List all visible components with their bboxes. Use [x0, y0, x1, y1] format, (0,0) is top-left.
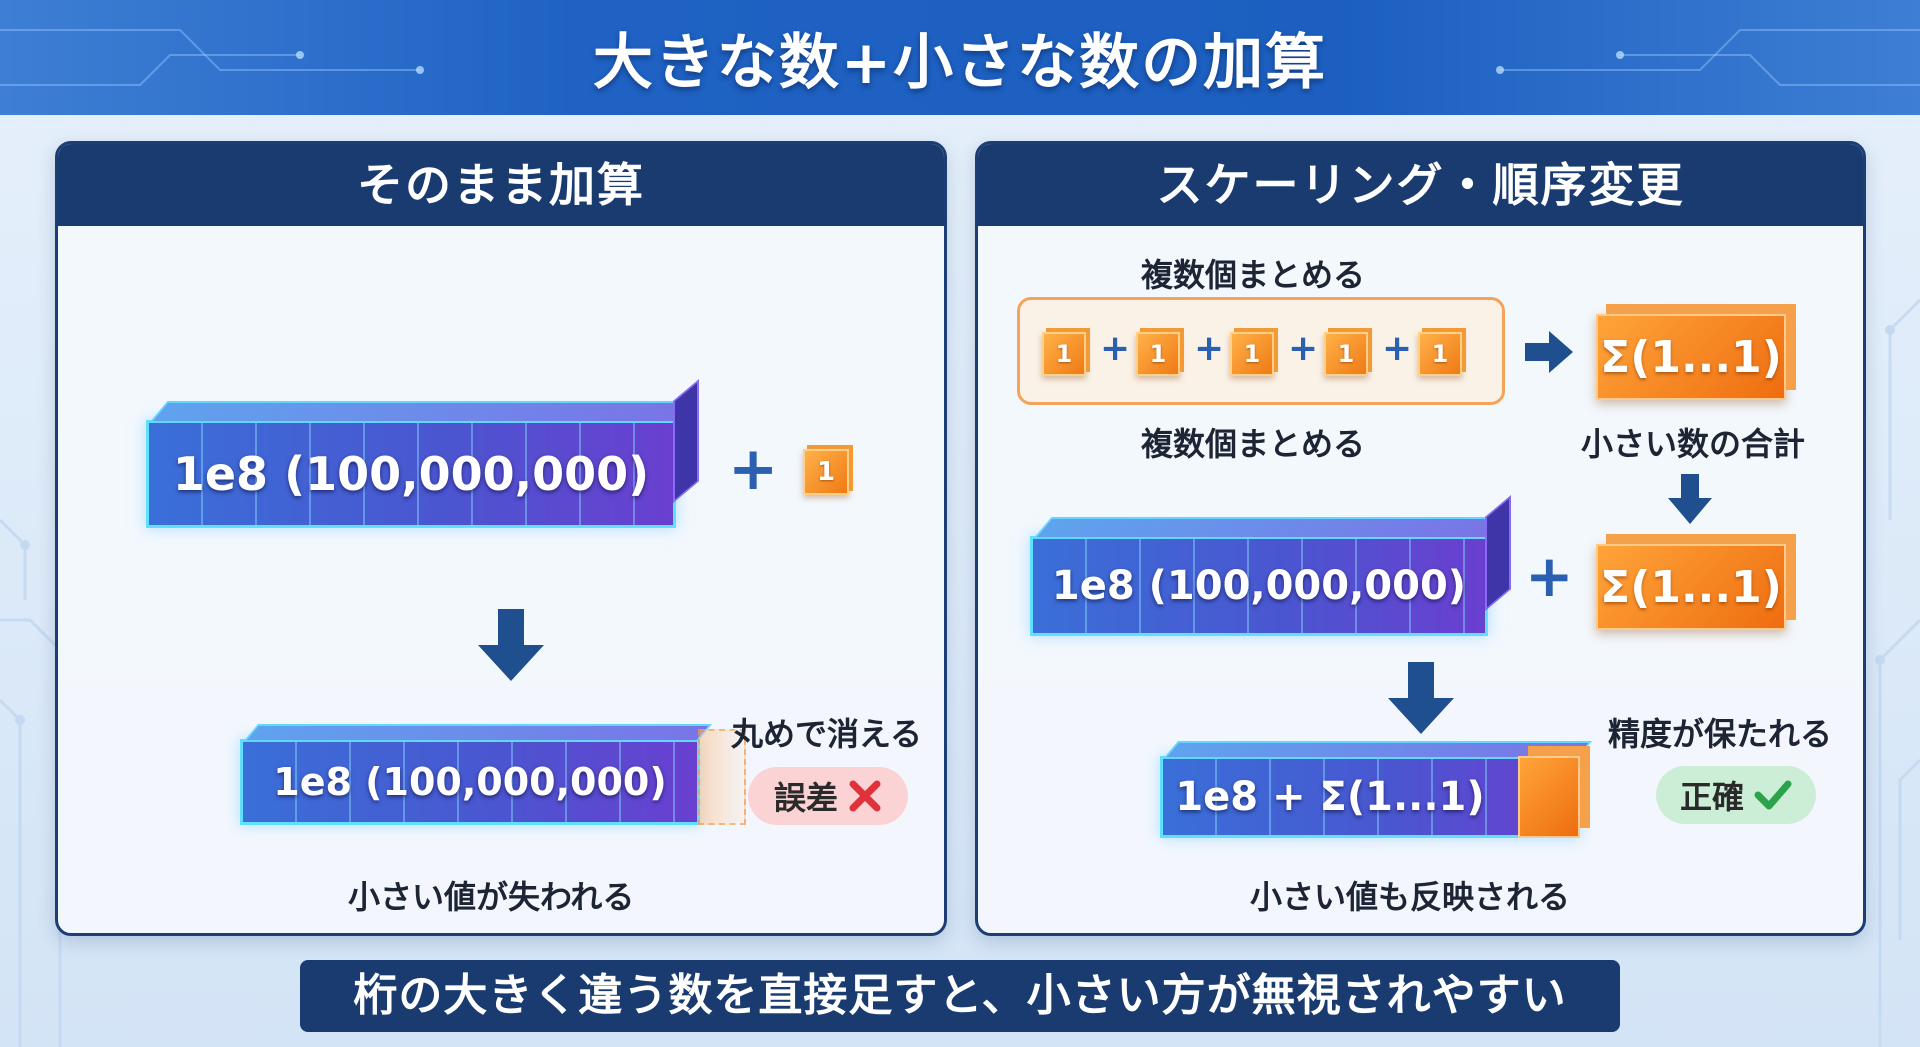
- ok-badge: 正確: [1656, 766, 1816, 824]
- small-unit-cube-1: 1: [1042, 332, 1086, 376]
- bar-right-top-face: [1033, 517, 1504, 539]
- big-number-bar: 1e8 (100,000,000): [146, 379, 699, 528]
- page-title: 大きな数+小さな数の加算: [592, 28, 1328, 98]
- big-number-label: 1e8 (100,000,000): [172, 447, 650, 501]
- right-arrow-icon: [1525, 331, 1573, 373]
- result-bar-top-face: [243, 724, 713, 742]
- footer-message: 桁の大きく違う数を直接足すと、小さい方が無視されやすい: [300, 960, 1620, 1032]
- small-unit-cube-3: 1: [1230, 332, 1274, 376]
- preserved-small-sum-segment: [1518, 756, 1580, 838]
- direct-addition-heading: そのまま加算: [58, 144, 944, 226]
- bar-right-side-face: [1485, 495, 1511, 611]
- down-arrow-icon-right: [1388, 662, 1454, 734]
- plus-sign-1: +: [1100, 328, 1131, 369]
- big-number-bar-right: 1e8 (100,000,000): [1030, 495, 1511, 636]
- bar-grid: [149, 423, 673, 525]
- preserved-value-caption: 小さい値も反映される: [1250, 878, 1571, 916]
- result-bar-right-grid: [1163, 759, 1577, 835]
- error-badge: 誤差: [748, 767, 908, 825]
- plus-sign-3: +: [1288, 328, 1319, 369]
- small-unit-cube-4: 1: [1324, 332, 1368, 376]
- result-number-label-right: 1e8 + Σ(1...1): [1175, 774, 1485, 820]
- result-bar-grid: [243, 742, 697, 822]
- bar-side-face: [673, 379, 699, 503]
- error-badge-text: 誤差: [773, 779, 838, 817]
- scaling-panel: スケーリング・順序変更 複数個まとめる 1 + 1 + 1 + 1 + 1 Σ(…: [975, 141, 1866, 936]
- scaling-heading: スケーリング・順序変更: [978, 144, 1863, 226]
- down-arrow-icon-small: [1668, 474, 1712, 524]
- precision-label: 精度が保たれる: [1608, 715, 1833, 753]
- check-icon: [1754, 780, 1792, 810]
- lost-small-value-ghost: [698, 729, 746, 825]
- big-number-label-right: 1e8 (100,000,000): [1051, 563, 1467, 609]
- bar-top-face: [149, 401, 692, 423]
- sum-block: Σ(1...1): [1596, 314, 1786, 400]
- direct-addition-panel: そのまま加算 1e8 (100,000,000) + 1 1e8 (100,00…: [55, 141, 947, 936]
- bar-right-grid: [1033, 539, 1485, 633]
- small-unit-cube-2: 1: [1136, 332, 1180, 376]
- down-arrow-icon: [478, 609, 544, 681]
- result-bar: 1e8 (100,000,000): [240, 724, 713, 825]
- result-number-label: 1e8 (100,000,000): [273, 760, 667, 804]
- plus-sign-right: +: [1525, 542, 1574, 610]
- header-banner: 大きな数+小さな数の加算: [0, 0, 1920, 115]
- result-bar-right: 1e8 + Σ(1...1): [1160, 741, 1593, 838]
- group-label-top: 複数個まとめる: [1141, 256, 1366, 294]
- ok-badge-text: 正確: [1679, 778, 1744, 816]
- plus-sign-2: +: [1194, 328, 1225, 369]
- plus-sign-4: +: [1382, 328, 1413, 369]
- cross-icon: [849, 780, 881, 812]
- lost-value-caption: 小さい値が失われる: [348, 878, 635, 916]
- header-circuit-decoration: [0, 29, 1920, 86]
- small-unit-cube-5: 1: [1418, 332, 1462, 376]
- sum-block-added: Σ(1...1): [1596, 544, 1786, 630]
- rounding-label: 丸めで消える: [731, 715, 923, 753]
- plus-sign: +: [728, 434, 779, 504]
- sum-caption: 小さい数の合計: [1581, 425, 1806, 463]
- small-number-cube: 1: [803, 449, 849, 495]
- group-label-bottom: 複数個まとめる: [1141, 425, 1366, 463]
